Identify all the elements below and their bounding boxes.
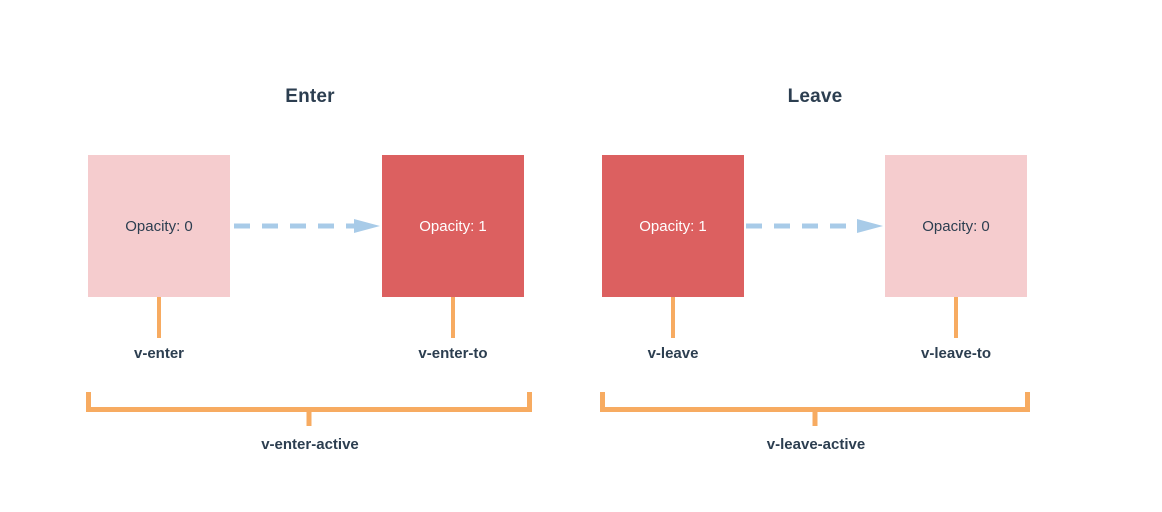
leave-section-heading: Leave xyxy=(787,86,843,107)
enter-to-box: Opacity: 1 xyxy=(382,155,524,297)
enter-active-bracket xyxy=(86,392,532,426)
leave-to-class-label: v-leave-to xyxy=(920,345,992,362)
leave-to-opacity-text: Opacity: 0 xyxy=(922,217,990,235)
enter-section-heading: Enter xyxy=(285,86,335,107)
enter-to-connector-tick xyxy=(451,297,455,338)
enter-dashed-arrow-right-icon xyxy=(234,219,380,233)
enter-active-class-label: v-enter-active xyxy=(261,436,359,453)
enter-from-connector-tick xyxy=(157,297,161,338)
enter-from-opacity-text: Opacity: 0 xyxy=(125,217,193,235)
enter-from-box: Opacity: 0 xyxy=(88,155,230,297)
leave-active-bracket xyxy=(600,392,1030,426)
leave-from-class-label: v-leave xyxy=(647,345,699,362)
leave-to-connector-tick xyxy=(954,297,958,338)
leave-from-box: Opacity: 1 xyxy=(602,155,744,297)
leave-to-box: Opacity: 0 xyxy=(885,155,1027,297)
leave-dashed-arrow-right-icon xyxy=(746,219,883,233)
enter-to-opacity-text: Opacity: 1 xyxy=(419,217,487,235)
leave-from-connector-tick xyxy=(671,297,675,338)
enter-from-class-label: v-enter xyxy=(133,345,185,362)
enter-to-class-label: v-enter-to xyxy=(418,345,488,362)
leave-active-class-label: v-leave-active xyxy=(766,436,866,453)
leave-from-opacity-text: Opacity: 1 xyxy=(639,217,707,235)
